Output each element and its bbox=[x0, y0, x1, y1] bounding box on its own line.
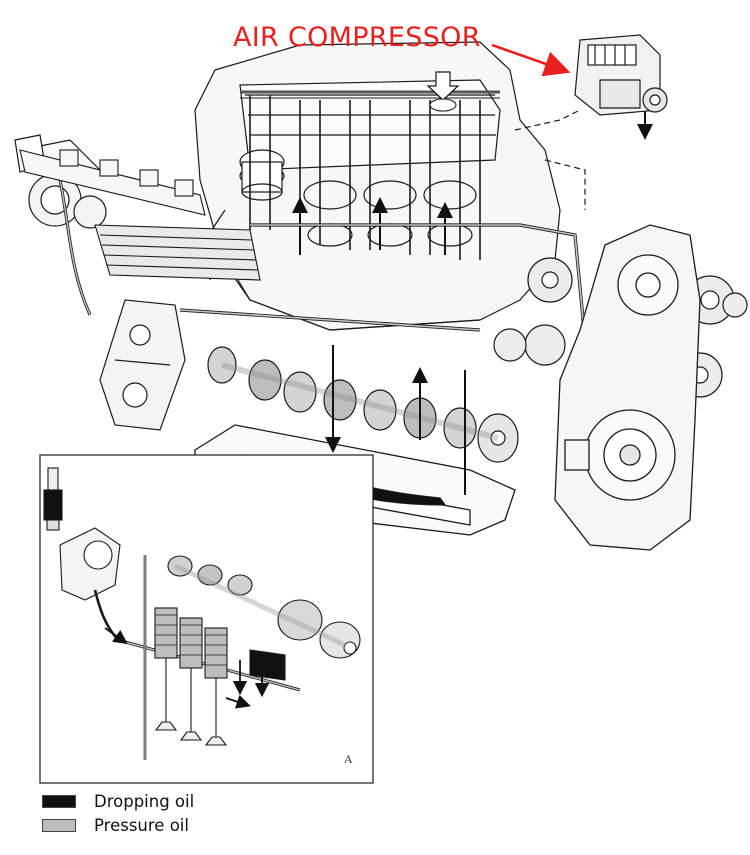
flywheel-housing bbox=[554, 224, 701, 551]
exhaust-manifold bbox=[19, 149, 206, 216]
engine-block bbox=[194, 41, 561, 331]
legend-item-dropping-oil: Dropping oil bbox=[42, 789, 194, 813]
legend-label-pressure-oil: Pressure oil bbox=[94, 815, 189, 835]
legend-item-pressure-oil: Pressure oil bbox=[42, 813, 194, 837]
inset-detail-a bbox=[39, 454, 374, 784]
air-compressor-label: AIR COMPRESSOR bbox=[233, 22, 481, 53]
oil-filter-housing bbox=[99, 299, 186, 431]
crankshaft bbox=[207, 346, 519, 463]
air-compressor-callout-arrow bbox=[491, 43, 571, 77]
oil-cooler bbox=[94, 224, 261, 281]
oil-flow-arrows bbox=[292, 110, 653, 495]
legend-swatch-dropping-oil bbox=[42, 794, 76, 808]
air-compressor bbox=[574, 34, 668, 116]
oil-gallery-lines bbox=[240, 90, 500, 260]
legend-swatch-pressure-oil bbox=[42, 818, 76, 832]
inset-label: A bbox=[344, 752, 353, 766]
legend: Dropping oil Pressure oil bbox=[42, 789, 194, 837]
oil-fill-arrow bbox=[426, 71, 460, 112]
legend-label-dropping-oil: Dropping oil bbox=[94, 791, 195, 811]
